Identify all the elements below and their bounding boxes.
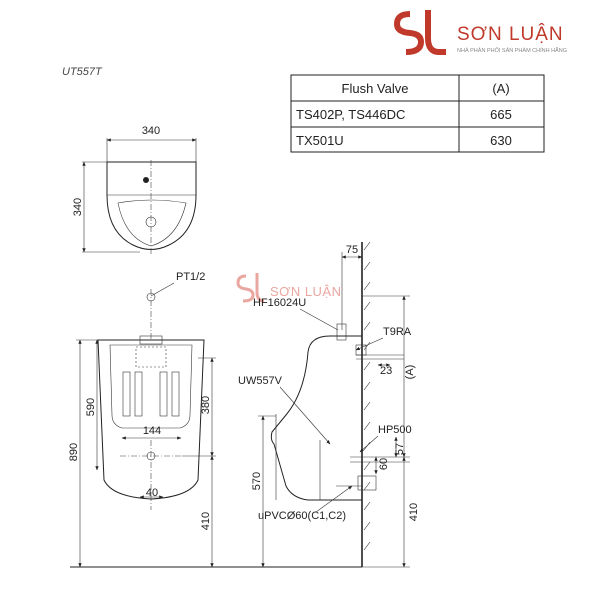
table-cell-a: 665 [490, 107, 512, 122]
front-view: PT1/2 144 40 890 590 380 410 [68, 271, 236, 568]
wall-offset-label: 75 [346, 244, 358, 256]
brand-name: SƠN LUẬN [457, 23, 564, 45]
watermark-text: SƠN LUẬN [270, 284, 342, 299]
table-cell-a: 630 [490, 133, 512, 148]
brand-logo: SƠN LUẬN NHÀ PHÂN PHỐI SẢN PHẨM CHÍNH HÃ… [393, 10, 567, 55]
trap-b-label: 60 [378, 458, 390, 470]
table-cell-valve: TS402P, TS446DC [296, 107, 405, 122]
pipe-spec-label: uPVCØ60(C1,C2) [258, 510, 346, 522]
spud-offset-label: 23 [380, 365, 392, 377]
floor-clearance-label: 410 [200, 512, 212, 530]
top-depth-label: 340 [72, 198, 84, 216]
valve-label: HF16024U [253, 297, 306, 309]
top-view: 340 340 [72, 125, 197, 256]
total-height-label: 890 [68, 443, 80, 461]
table-cell-valve: TX501U [296, 133, 344, 148]
side-floor-clearance-label: 410 [408, 503, 420, 521]
top-width-label: 340 [142, 125, 160, 137]
brand-tagline: NHÀ PHÂN PHỐI SẢN PHẨM CHÍNH HÃNG [457, 47, 567, 54]
trap-a-label: 57 [394, 443, 406, 455]
watermark-logo: SƠN LUẬN [236, 273, 342, 303]
logo-mark-icon [393, 10, 446, 55]
upper-height-label: 590 [85, 398, 97, 416]
a-dimension-label: (A) [404, 365, 416, 380]
bottom-width-label: 40 [146, 487, 158, 499]
pipe-label: PT1/2 [176, 271, 205, 283]
table-header-valve: Flush Valve [342, 81, 409, 96]
table-header-a: (A) [492, 81, 509, 96]
spud-label: T9RA [383, 326, 412, 338]
trap-label: HP500 [378, 424, 412, 436]
flush-valve-table: Flush Valve (A) TS402P, TS446DC 665 TX50… [290, 74, 545, 153]
outlet-spacing-label: 144 [143, 425, 161, 437]
rim-height-label: 570 [251, 472, 263, 490]
side-view: SƠN LUẬN 75 HF16024U T9RA 23 (A) UW557V [235, 241, 420, 568]
outlet-height-label: 380 [200, 396, 212, 414]
model-label: UT557T [62, 66, 103, 78]
urinal-label: UW557V [238, 375, 283, 387]
